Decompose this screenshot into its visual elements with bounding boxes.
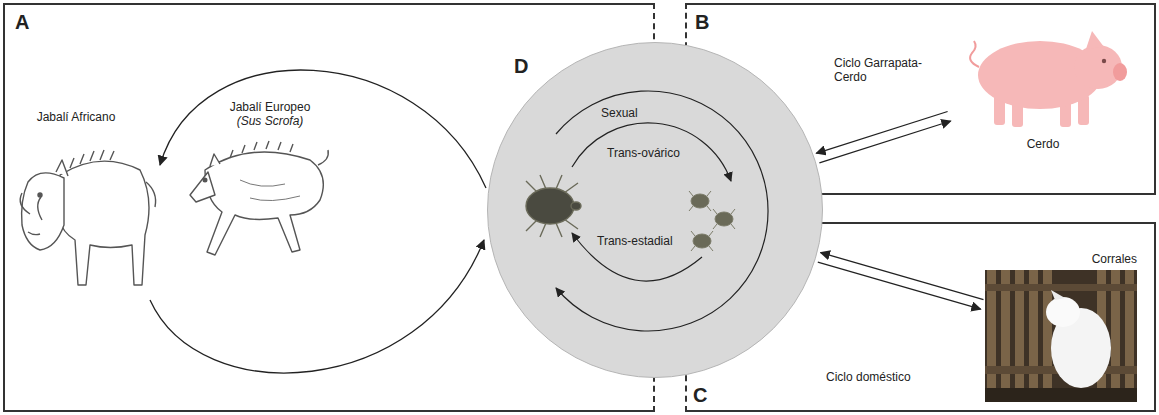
species-label: Jabalí Europeo	[218, 100, 322, 114]
cycle-arc	[150, 240, 484, 373]
route-label: Sexual	[599, 106, 640, 120]
cycle-label: Ciclo Garrapata-Cerdo	[834, 56, 934, 84]
sexual-arc	[556, 91, 768, 331]
host-caption: Corrales	[985, 252, 1137, 266]
species-label: Jabalí Africano	[36, 110, 116, 124]
warthog-drawing	[20, 150, 155, 285]
host-node: Corrales	[985, 250, 1143, 406]
european-boar-drawing	[190, 141, 328, 255]
transmission-arrow	[818, 262, 981, 309]
panel-letter: C	[693, 384, 707, 406]
transmission-arrow	[819, 121, 950, 163]
panel-letter: B	[695, 11, 709, 33]
route-label: Trans-estadial	[595, 234, 675, 248]
tick-cycle-art	[488, 43, 824, 379]
host-caption: Cerdo	[952, 137, 1134, 151]
transovarial-arc	[572, 123, 731, 181]
pig-illustration	[952, 17, 1134, 133]
transstadial-arc	[572, 233, 702, 281]
panel-letter: D	[514, 55, 528, 77]
transmission-arrow	[821, 253, 984, 300]
cycle-label: Ciclo doméstico	[826, 370, 911, 384]
transmission-arrow	[816, 112, 947, 154]
route-label: Trans-ovárico	[605, 146, 682, 160]
host-node: Cerdo	[952, 17, 1136, 155]
adult-tick	[526, 175, 581, 237]
species-latin-name: (Sus Scrofa)	[218, 114, 322, 128]
pen-photo	[985, 270, 1137, 402]
panel-letter: A	[15, 11, 29, 33]
larval-ticks	[689, 191, 735, 251]
vector-circle: D	[487, 42, 823, 378]
